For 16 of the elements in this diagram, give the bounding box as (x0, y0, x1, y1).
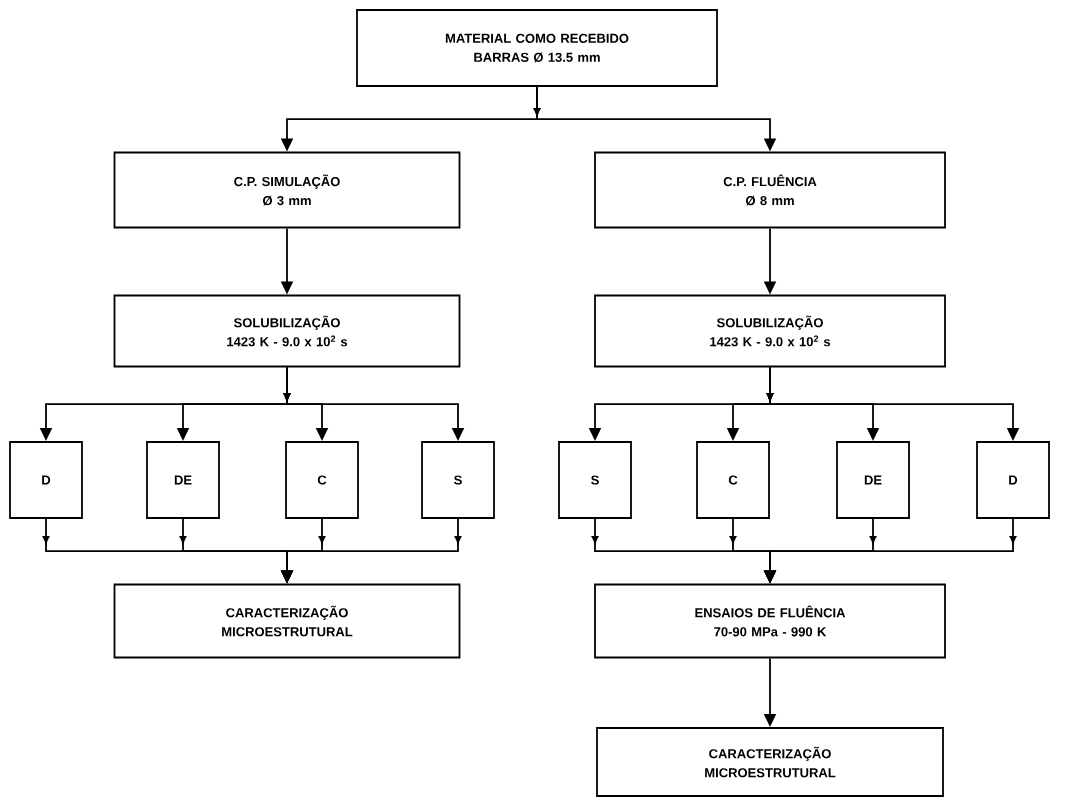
process-box: C.P. SIMULAÇÃO Ø 3 mm (113, 151, 461, 229)
group-box: D (976, 441, 1050, 519)
process-box: MATERIAL COMO RECEBIDO BARRAS Ø 13.5 mm (356, 9, 718, 87)
group-box: D (9, 441, 83, 519)
group-box: C (285, 441, 359, 519)
group-box: S (558, 441, 632, 519)
process-box: C.P. FLUÊNCIA Ø 8 mm (594, 151, 946, 229)
process-box: SOLUBILIZAÇÃO 1423 K - 9.0 x 10$^{2}$ s (113, 294, 461, 368)
group-box: DE (146, 441, 220, 519)
process-box: CARACTERIZAÇÃO MICROESTRUTURAL (596, 727, 944, 797)
group-box: C (696, 441, 770, 519)
process-box: ENSAIOS DE FLUÊNCIA 70-90 MPa - 990 K (594, 583, 946, 659)
process-box: SOLUBILIZAÇÃO 1423 K - 9.0 x 10$^{2}$ s (594, 294, 946, 368)
group-box: S (421, 441, 495, 519)
process-box: CARACTERIZAÇÃO MICROESTRUTURAL (113, 583, 461, 659)
group-box: DE (836, 441, 910, 519)
